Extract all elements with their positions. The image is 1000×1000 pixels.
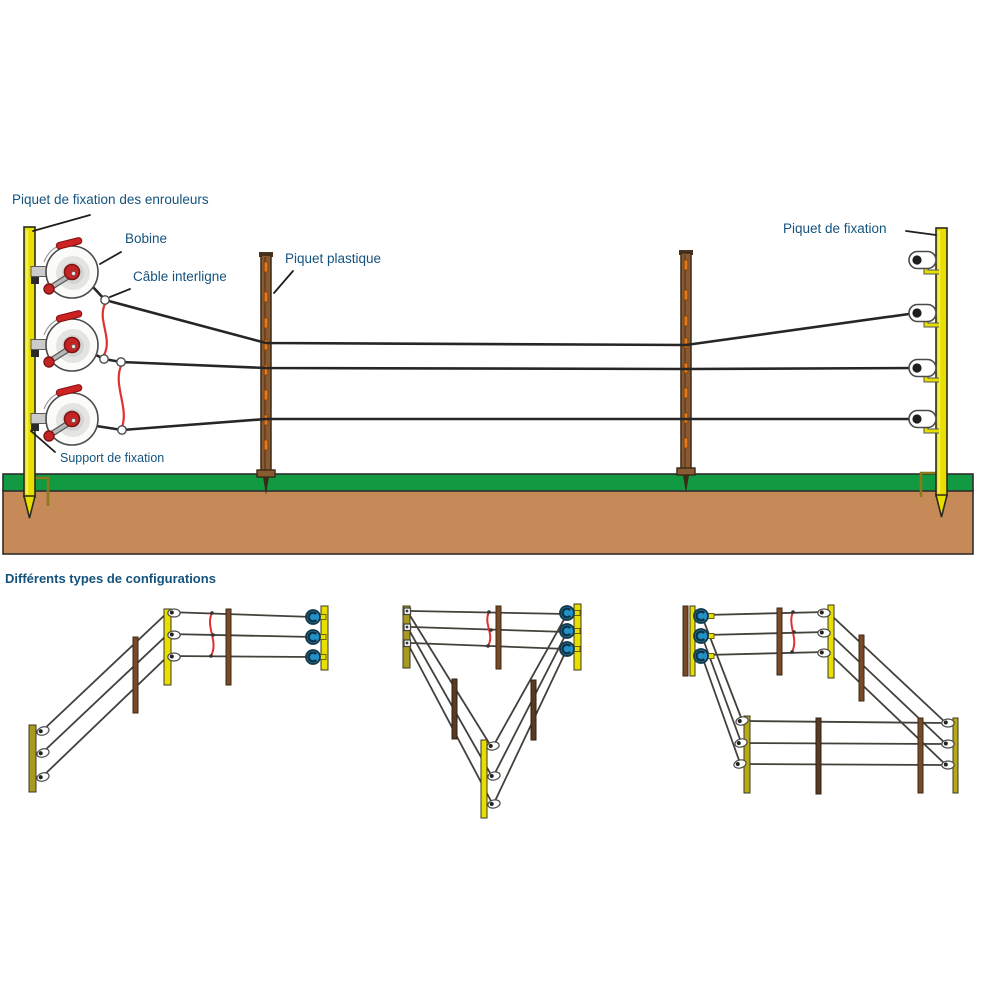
label-piquet-fixation-enrouleurs: Piquet de fixation des enrouleurs <box>12 192 209 207</box>
interline-cables <box>101 302 125 429</box>
config1-end-post <box>28 724 37 793</box>
config3-wires <box>702 611 947 766</box>
config-sketch-line <box>28 605 329 793</box>
wire-connectors <box>99 295 127 435</box>
interline-cable-lower <box>117 364 125 429</box>
insulator-3 <box>909 360 939 381</box>
insulator-2 <box>909 305 939 326</box>
config2-apex-post <box>480 739 488 819</box>
config-sketch-paddock <box>682 604 959 795</box>
config3-cable-dots <box>790 610 796 654</box>
config3-blue-reel <box>692 607 716 625</box>
config3-corner-post-topright <box>827 604 835 679</box>
reel-middle <box>31 310 98 371</box>
config2-hook <box>403 639 412 648</box>
config-sketch-triangle <box>402 603 582 819</box>
plastic-post-right <box>676 249 696 494</box>
config3-brown-post-top <box>776 607 783 676</box>
fence-wires <box>88 285 918 432</box>
config3-brown-post-bottomright <box>917 717 924 794</box>
label-cable-interligne: Câble interligne <box>133 269 227 284</box>
config1-insulator <box>35 770 51 784</box>
config3-corner-post-bottomright <box>952 717 959 794</box>
fence-wire-top <box>91 285 918 347</box>
config3-brown-post-corner <box>682 605 689 677</box>
config3-corner-post-bottomleft <box>743 715 751 794</box>
config1-insulator <box>167 652 181 662</box>
plastic-post-left <box>256 251 276 496</box>
config2-reel-post <box>573 603 582 671</box>
soil-band <box>2 489 974 555</box>
config3-brown-post-bottom <box>815 717 822 795</box>
config3-insulator <box>817 628 831 638</box>
fence-wire-middle <box>88 350 918 371</box>
label-piquet-fixation: Piquet de fixation <box>783 221 887 236</box>
config2-left-post <box>402 605 411 669</box>
section-title-configurations: Différents types de configurations <box>5 571 216 586</box>
reel-fixing-post <box>22 226 50 519</box>
config2-cable-dots <box>486 610 493 648</box>
label-piquet-plastique: Piquet plastique <box>285 251 382 266</box>
fixing-post-right <box>919 227 949 518</box>
config1-corner-post <box>163 608 172 686</box>
ground-anchor-hook <box>35 476 50 506</box>
config2-wires <box>408 610 568 802</box>
label-pointer-lines <box>30 214 937 453</box>
ground-anchor-hook <box>919 471 937 497</box>
config2-brown-post-top <box>495 605 502 670</box>
config2-hook <box>403 623 412 632</box>
config1-insulator <box>167 608 181 618</box>
config3-insulator <box>817 608 831 618</box>
reel-top <box>31 237 98 298</box>
insulator-4 <box>909 411 939 432</box>
insulator-1 <box>909 252 939 273</box>
fence-wire-bottom <box>88 417 918 432</box>
config1-brown-post-diagonal <box>132 636 139 714</box>
config2-brown-post-right <box>530 679 537 741</box>
config3-insulator <box>941 760 955 770</box>
config2-interline-cable <box>486 611 492 647</box>
config3-brown-post-rightside <box>858 634 865 702</box>
config1-brown-post-top <box>225 608 232 686</box>
config1-cable-dots <box>209 611 215 658</box>
config2-insulator <box>486 798 502 810</box>
config1-insulator <box>167 630 181 640</box>
label-support-fixation: Support de fixation <box>60 451 165 465</box>
config1-insulator <box>35 746 51 760</box>
config2-hook <box>403 607 412 616</box>
grass-band <box>2 473 974 492</box>
config1-wires <box>41 611 314 778</box>
config3-insulator <box>817 648 831 658</box>
config3-insulator <box>941 739 955 749</box>
label-bobine: Bobine <box>125 231 168 246</box>
config2-brown-post-left <box>451 678 458 740</box>
main-fence-diagram <box>2 214 974 555</box>
config1-insulator <box>35 724 51 738</box>
reel-bottom <box>31 384 98 445</box>
interline-cable-upper <box>101 302 108 357</box>
config3-insulator <box>941 718 955 728</box>
